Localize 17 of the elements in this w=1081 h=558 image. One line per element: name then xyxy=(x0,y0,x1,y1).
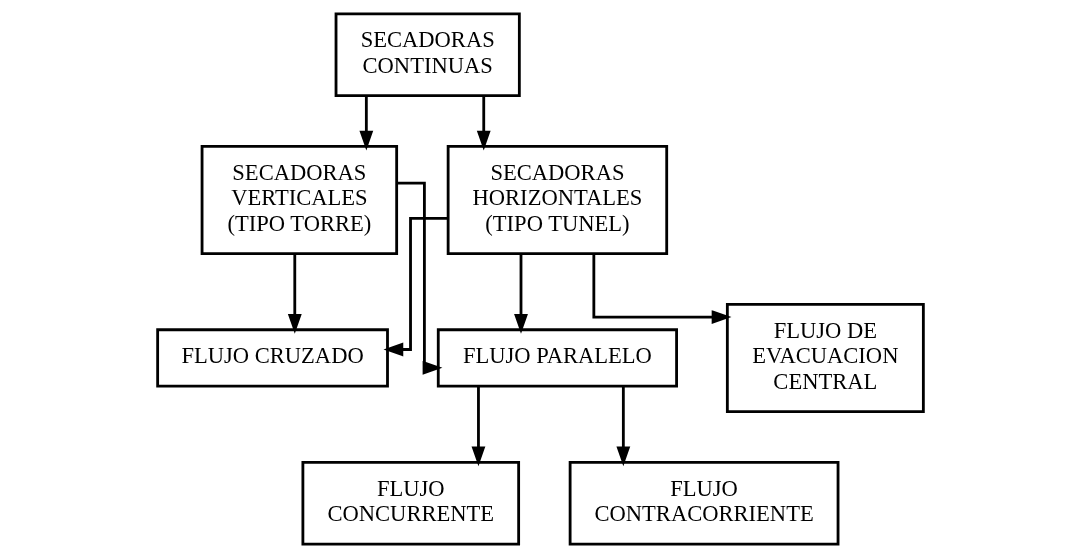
arrow xyxy=(359,96,374,151)
node-box: FLUJO PARALELO xyxy=(436,328,678,388)
arrow xyxy=(471,386,486,467)
arrow xyxy=(397,181,443,375)
arrow xyxy=(476,96,491,151)
node-box: SECADORAS VERTICALES (TIPO TORRE) xyxy=(200,145,399,256)
arrow xyxy=(514,253,528,334)
node-box: FLUJO CONCURRENTE xyxy=(301,460,521,546)
node-box: SECADORAS HORIZONTALES (TIPO TUNEL) xyxy=(446,145,669,256)
node-box: FLUJO CRUZADO xyxy=(156,328,389,388)
arrow xyxy=(287,253,302,334)
arrow xyxy=(592,253,732,324)
node-box: SECADORAS CONTINUAS xyxy=(334,12,521,98)
arrow xyxy=(383,216,448,357)
node-box: FLUJO CONTRACORRIENTE xyxy=(568,460,840,546)
arrow xyxy=(616,386,631,467)
node-box: FLUJO DE EVACUACION CENTRAL xyxy=(725,302,925,413)
